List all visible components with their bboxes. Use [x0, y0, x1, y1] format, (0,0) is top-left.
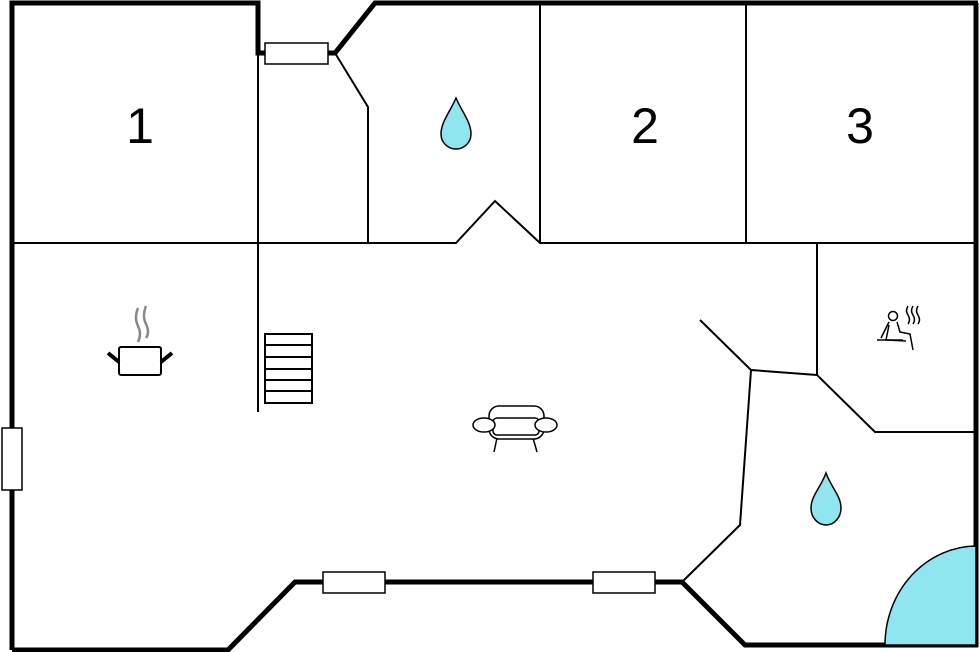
room-3-label: 3 — [846, 98, 874, 154]
stairs-icon — [264, 333, 313, 404]
sofa-icon — [472, 405, 558, 453]
water-drop-icon — [440, 96, 472, 150]
window — [1, 427, 23, 491]
interior-walls — [12, 3, 976, 583]
room-2-label: 2 — [631, 98, 659, 154]
cooking-pot-icon — [106, 305, 174, 376]
shower-area — [884, 545, 977, 646]
room-1-label: 1 — [126, 98, 154, 154]
window — [592, 571, 656, 594]
window — [264, 42, 329, 65]
water-drop-icon — [810, 470, 842, 526]
window — [322, 571, 386, 594]
sauna-icon — [877, 305, 921, 351]
outer-walls — [9, 0, 979, 652]
